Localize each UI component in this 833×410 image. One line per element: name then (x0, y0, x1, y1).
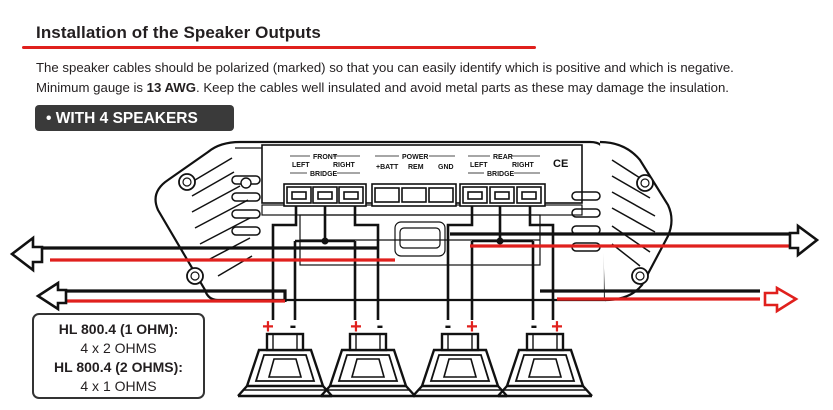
label-rear-right: RIGHT (512, 162, 535, 169)
minus-mark: - (531, 315, 538, 337)
paragraph-line-2: Minimum gauge is 13 AWG. Keep the cables… (36, 78, 826, 98)
ce-mark: CE (553, 158, 568, 170)
power-terminals (371, 183, 457, 207)
label-front-bridge: BRIDGE (310, 171, 338, 178)
info-line-2: 4 x 2 OHMS (80, 340, 157, 356)
page-title: Installation of the Speaker Outputs (36, 23, 321, 42)
plus-mark: + (350, 316, 362, 338)
label-front-left: LEFT (292, 162, 310, 169)
plus-mark: + (262, 316, 274, 338)
plus-mark: + (551, 316, 563, 338)
arrow-right-icon (763, 223, 820, 314)
speaker-icon (411, 332, 509, 398)
heatsink-fins-right (571, 159, 656, 267)
gauge-value: 13 AWG (146, 80, 197, 95)
label-batt: +BATT (376, 164, 399, 171)
speaker-icon (319, 332, 417, 398)
plus-mark: + (466, 316, 478, 338)
label-rear-left: LEFT (470, 162, 488, 169)
label-front-right: RIGHT (333, 162, 356, 169)
label-rem: REM (408, 164, 424, 171)
mount-screw-icon (178, 173, 196, 191)
label-power: POWER (402, 154, 428, 161)
signal-lines (40, 232, 795, 303)
label-front: FRONT (313, 154, 338, 161)
arrow-left-icon (9, 235, 68, 312)
mount-screw-icon (186, 267, 204, 285)
heatsink-fins-left (191, 157, 261, 277)
instructions-paragraph: The speaker cables should be polarized (… (36, 58, 826, 98)
speaker-icon (236, 332, 334, 398)
speaker-terminals-front (283, 183, 367, 207)
impedance-info-box: HL 800.4 (1 OHM): 4 x 2 OHMS HL 800.4 (2… (32, 313, 205, 399)
minus-mark: - (377, 315, 384, 337)
title-underline (22, 46, 536, 49)
info-line-3: HL 800.4 (2 OHMS): (54, 359, 183, 375)
speaker-wires (271, 206, 555, 320)
label-rear-bridge: BRIDGE (487, 171, 515, 178)
label-gnd: GND (438, 164, 454, 171)
label-rear: REAR (493, 154, 513, 161)
mount-screw-icon (636, 174, 654, 192)
info-line-1: HL 800.4 (1 OHM): (58, 321, 179, 337)
speaker-icon (496, 332, 594, 398)
info-line-4: 4 x 1 OHMS (80, 378, 157, 394)
speaker-terminals-rear (459, 183, 546, 207)
wiring-diagram: FRONT LEFT RIGHT BRIDGE POWER +BATT REM … (9, 140, 820, 398)
minus-mark: - (445, 315, 452, 337)
paragraph-line-1: The speaker cables should be polarized (… (36, 60, 734, 75)
gauge-prefix: Minimum gauge is (36, 80, 147, 95)
mount-screw-icon (631, 267, 649, 285)
gauge-suffix: . Keep the cables well insulated and avo… (196, 80, 729, 95)
section-badge: • WITH 4 SPEAKERS (35, 105, 234, 131)
minus-mark: - (290, 315, 297, 337)
